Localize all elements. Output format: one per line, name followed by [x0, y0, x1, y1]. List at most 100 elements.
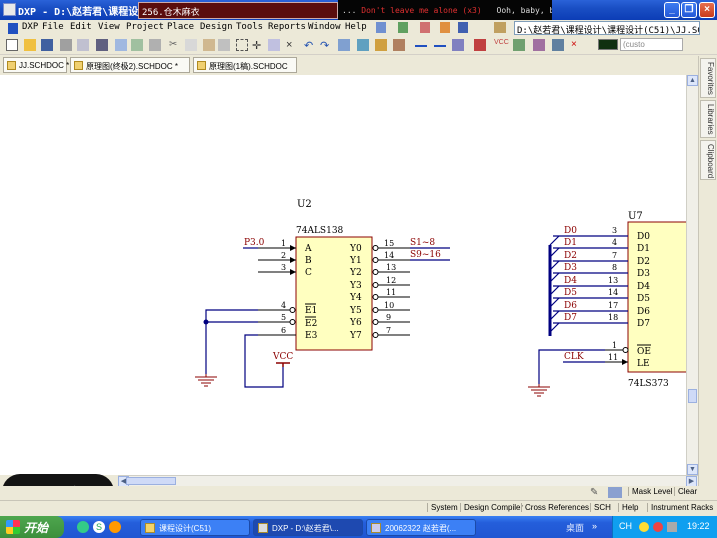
panel-cross-references[interactable]: Cross References: [521, 503, 589, 512]
new-icon[interactable]: [6, 39, 18, 51]
menu-tools[interactable]: Tools: [236, 22, 264, 32]
system-tray: CH 19:22: [612, 516, 717, 538]
filter-icon[interactable]: [149, 39, 161, 51]
menu-project[interactable]: Project: [126, 22, 164, 32]
task-dxp[interactable]: DXP - D:\赵若君\...: [253, 519, 363, 536]
minimize-button[interactable]: _: [664, 2, 680, 18]
menu-design[interactable]: Design: [200, 22, 233, 32]
copy-icon[interactable]: [185, 39, 197, 51]
menu-reports[interactable]: Reports: [268, 22, 306, 32]
place-sheet-icon[interactable]: [513, 39, 525, 51]
side-tab-favorites[interactable]: Favorites: [700, 58, 716, 98]
print-icon[interactable]: [60, 39, 72, 51]
no-erc-icon[interactable]: ×: [571, 39, 577, 50]
net-label-icon[interactable]: [452, 39, 464, 51]
dxp-app-icon[interactable]: [3, 3, 16, 16]
u2-pin-y1: Y1: [349, 256, 362, 266]
panel-sch[interactable]: SCH: [590, 503, 611, 512]
open-icon[interactable]: [24, 39, 36, 51]
clear-filter-icon[interactable]: ×: [286, 39, 293, 51]
panel-help[interactable]: Help: [618, 503, 638, 512]
clear-button[interactable]: Clear: [674, 487, 697, 496]
maximize-button[interactable]: ❐: [681, 2, 697, 18]
schematic-canvas[interactable]: U2 74ALS138 1 2 3 4: [0, 75, 686, 475]
select-icon[interactable]: [236, 39, 248, 51]
place-part-icon[interactable]: [393, 39, 405, 51]
scroll-up-icon[interactable]: ▲: [687, 75, 698, 86]
menu-edit[interactable]: Edit: [70, 22, 92, 32]
menu-dxp[interactable]: DXP: [22, 22, 39, 32]
place-wire-icon[interactable]: [415, 45, 427, 51]
quick-launch-icon-1[interactable]: [77, 521, 89, 533]
u2-pin-y6: Y6: [349, 318, 362, 328]
cut-icon[interactable]: ✂: [169, 39, 178, 50]
net-icon[interactable]: [458, 22, 468, 33]
zoom-fit-icon[interactable]: [96, 39, 108, 51]
wire-icon[interactable]: [420, 22, 430, 33]
toolbar-expand-icon[interactable]: »: [592, 521, 598, 531]
dxp-menu-icon[interactable]: [8, 23, 18, 34]
horizontal-scrollbar[interactable]: ◀ ▶: [118, 475, 698, 487]
menu-view[interactable]: View: [98, 22, 120, 32]
panel-instrument-racks[interactable]: Instrument Racks: [647, 503, 713, 512]
menu-window[interactable]: Window: [308, 22, 341, 32]
u7-designator: U7: [628, 211, 643, 222]
zoom-area-icon[interactable]: [115, 39, 127, 51]
deselect-icon[interactable]: [268, 39, 280, 51]
side-tab-clipboard[interactable]: Clipboard: [700, 140, 716, 180]
paste-array-icon[interactable]: [218, 39, 230, 51]
task-course-design[interactable]: 课程设计(C51): [140, 519, 250, 536]
gnd-icon[interactable]: [474, 39, 486, 51]
cross-probe-icon[interactable]: [357, 39, 369, 51]
desktop-toolbar[interactable]: 桌面: [566, 523, 585, 533]
u7-pin-num-1: 1: [612, 341, 617, 350]
sheet-entry-icon[interactable]: [533, 39, 545, 51]
component-icon[interactable]: [398, 22, 408, 33]
browse-library-icon[interactable]: [375, 39, 387, 51]
folder-icon[interactable]: [494, 22, 506, 33]
panel-system[interactable]: System: [427, 503, 458, 512]
tray-icon-2[interactable]: [653, 522, 663, 532]
panel-design-compiler[interactable]: Design Compiler: [460, 503, 523, 512]
vcc-icon[interactable]: VCC: [494, 39, 509, 46]
tray-icon-1[interactable]: [639, 522, 649, 532]
close-button[interactable]: ×: [699, 2, 715, 18]
start-button[interactable]: 开始: [0, 516, 64, 538]
vertical-scroll-thumb[interactable]: [688, 389, 697, 403]
side-tab-libraries[interactable]: Libraries: [700, 100, 716, 138]
paste-icon[interactable]: [203, 39, 215, 51]
brush-tool-icon[interactable]: ✎: [590, 487, 599, 498]
document-path[interactable]: D:\赵若君\课程设计\课程设计(C51)\JJ.SCHDOC: [514, 21, 700, 35]
zoom-select-icon[interactable]: [131, 39, 143, 51]
redo-icon[interactable]: ↷: [320, 40, 330, 52]
quick-launch-icon-2[interactable]: S: [93, 521, 105, 533]
volume-icon[interactable]: [667, 522, 677, 532]
tab-final-2-schdoc[interactable]: 原理图(终极2).SCHDOC *: [70, 57, 190, 73]
vertical-scrollbar[interactable]: ▲ ▼: [686, 75, 698, 475]
scroll-down-icon[interactable]: ▼: [687, 464, 698, 475]
mask-toggle-icon[interactable]: [608, 487, 622, 498]
clock[interactable]: 19:22: [687, 521, 710, 531]
undo-icon[interactable]: ↶: [304, 40, 314, 52]
quick-launch-icon-3[interactable]: [109, 521, 121, 533]
save-icon[interactable]: [41, 39, 53, 51]
move-icon[interactable]: ✛: [252, 40, 262, 52]
port-icon[interactable]: [552, 39, 564, 51]
brush-icon[interactable]: [376, 22, 386, 33]
custom-dropdown[interactable]: (custo: [620, 38, 683, 51]
menu-place[interactable]: Place: [167, 22, 195, 32]
hierarchy-icon[interactable]: [338, 39, 350, 51]
u2-pin-e2: E2: [305, 319, 317, 329]
tab-jj-schdoc[interactable]: JJ.SCHDOC *: [3, 57, 69, 73]
tab-draft-1-schdoc[interactable]: 原理图(1稿).SCHDOC: [193, 57, 297, 73]
menu-file[interactable]: File: [42, 22, 64, 32]
ime-indicator[interactable]: CH: [619, 521, 632, 531]
place-bus-icon[interactable]: [434, 45, 446, 51]
mask-level-button[interactable]: Mask Level: [628, 487, 672, 496]
color-swatch[interactable]: [598, 39, 618, 50]
horizontal-scroll-thumb[interactable]: [126, 477, 176, 485]
menu-help[interactable]: Help: [345, 22, 367, 32]
probe-icon[interactable]: [440, 22, 450, 33]
preview-icon[interactable]: [77, 39, 89, 51]
task-chat[interactable]: 20062322 赵若君(...: [366, 519, 476, 536]
